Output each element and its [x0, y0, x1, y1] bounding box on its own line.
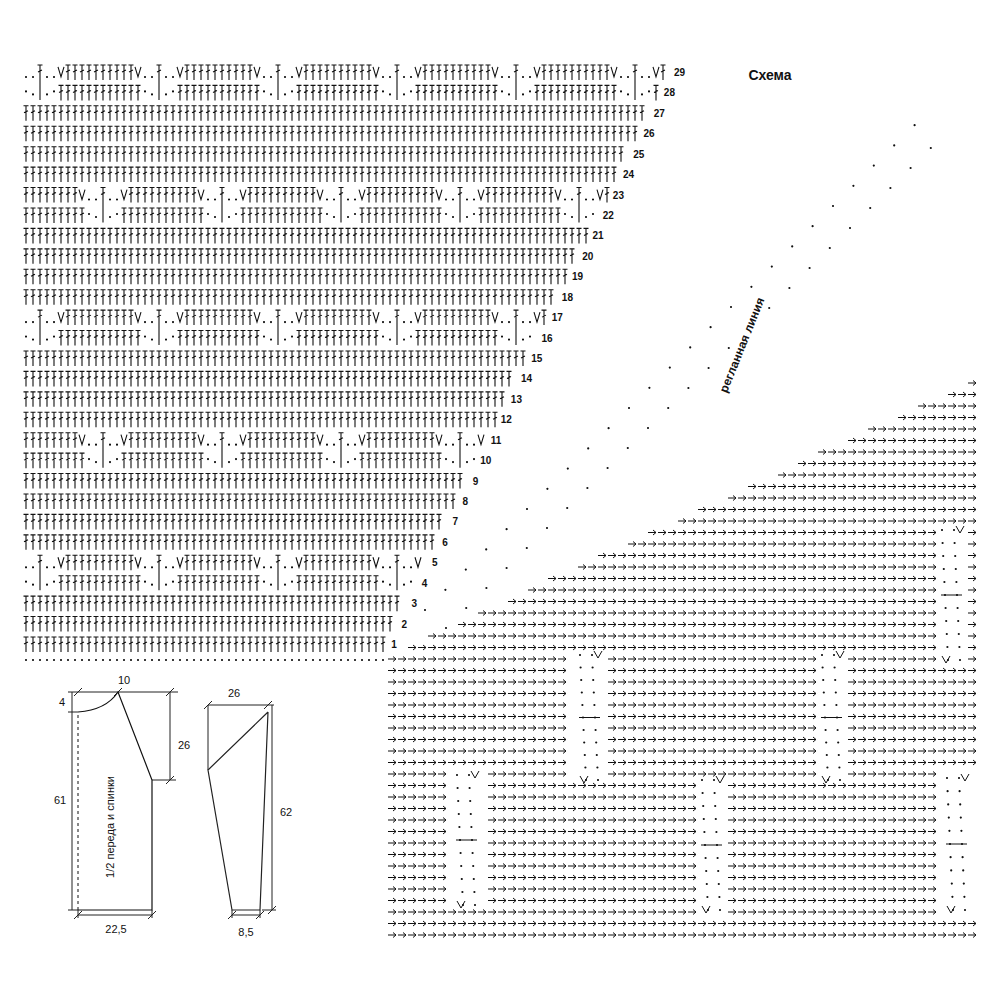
- fold-line: [78, 712, 79, 910]
- row-number: 1: [391, 640, 397, 650]
- dim-line: [228, 910, 264, 919]
- dimension-label: 26: [178, 740, 190, 751]
- piece-outline: [78, 692, 153, 910]
- arrow-stitches: [388, 381, 976, 938]
- sleeve-outline: [208, 712, 268, 910]
- chart-title: Схема: [748, 68, 791, 82]
- row-number: 23: [613, 191, 624, 201]
- row-number: 27: [654, 109, 665, 119]
- row-number: 4: [422, 579, 428, 589]
- row-number: 13: [511, 395, 522, 405]
- row-number: 6: [442, 538, 448, 548]
- dimension-label: 22,5: [105, 924, 126, 935]
- dimension-label: 62: [280, 807, 292, 818]
- chain-dots: [26, 77, 965, 910]
- row-number: 12: [501, 415, 512, 425]
- stitch-symbols: [24, 65, 666, 652]
- dim-line: [152, 688, 176, 784]
- row-number: 22: [603, 211, 614, 221]
- row-number: 11: [491, 436, 502, 446]
- piece-name: 1/2 переда и спинки: [105, 776, 116, 878]
- row-number: 28: [664, 88, 675, 98]
- row-number: 3: [412, 599, 418, 609]
- row-number: 20: [582, 252, 593, 262]
- dim-tick: [74, 688, 122, 696]
- row-number: 10: [480, 456, 491, 466]
- dim-line: [74, 910, 156, 919]
- row-number: 14: [521, 374, 532, 384]
- row-number: 24: [623, 170, 634, 180]
- raglan-label: регланная линия: [716, 294, 768, 397]
- piece-outline: [78, 692, 152, 910]
- row-number: 5: [432, 558, 438, 568]
- row-number: 16: [541, 334, 552, 344]
- dimension-label: 10: [118, 675, 130, 686]
- dimension-label: 8,5: [238, 927, 253, 938]
- row-number: 25: [633, 150, 644, 160]
- row-number: 18: [562, 293, 573, 303]
- pattern-piece: 1/2 переда и спинки: [78, 692, 153, 910]
- row-number: 7: [452, 517, 458, 527]
- row-number: 26: [643, 129, 654, 139]
- row-number: 17: [552, 313, 563, 323]
- dimension-label: 61: [54, 795, 66, 806]
- row-number: 15: [531, 354, 542, 364]
- dimension-label: 4: [59, 697, 65, 708]
- dimension-lines: [68, 688, 276, 919]
- row-number: 29: [674, 68, 685, 78]
- row-number: 21: [592, 231, 603, 241]
- dim-line: [68, 692, 78, 910]
- dim-line: [78, 692, 178, 693]
- row-number: 2: [401, 620, 407, 630]
- row-number: 8: [463, 497, 469, 507]
- motif-lines: [456, 526, 969, 913]
- row-number: 19: [572, 272, 583, 282]
- dimension-label: 26: [228, 688, 240, 699]
- dim-line: [204, 701, 274, 770]
- row-number: 9: [473, 477, 479, 487]
